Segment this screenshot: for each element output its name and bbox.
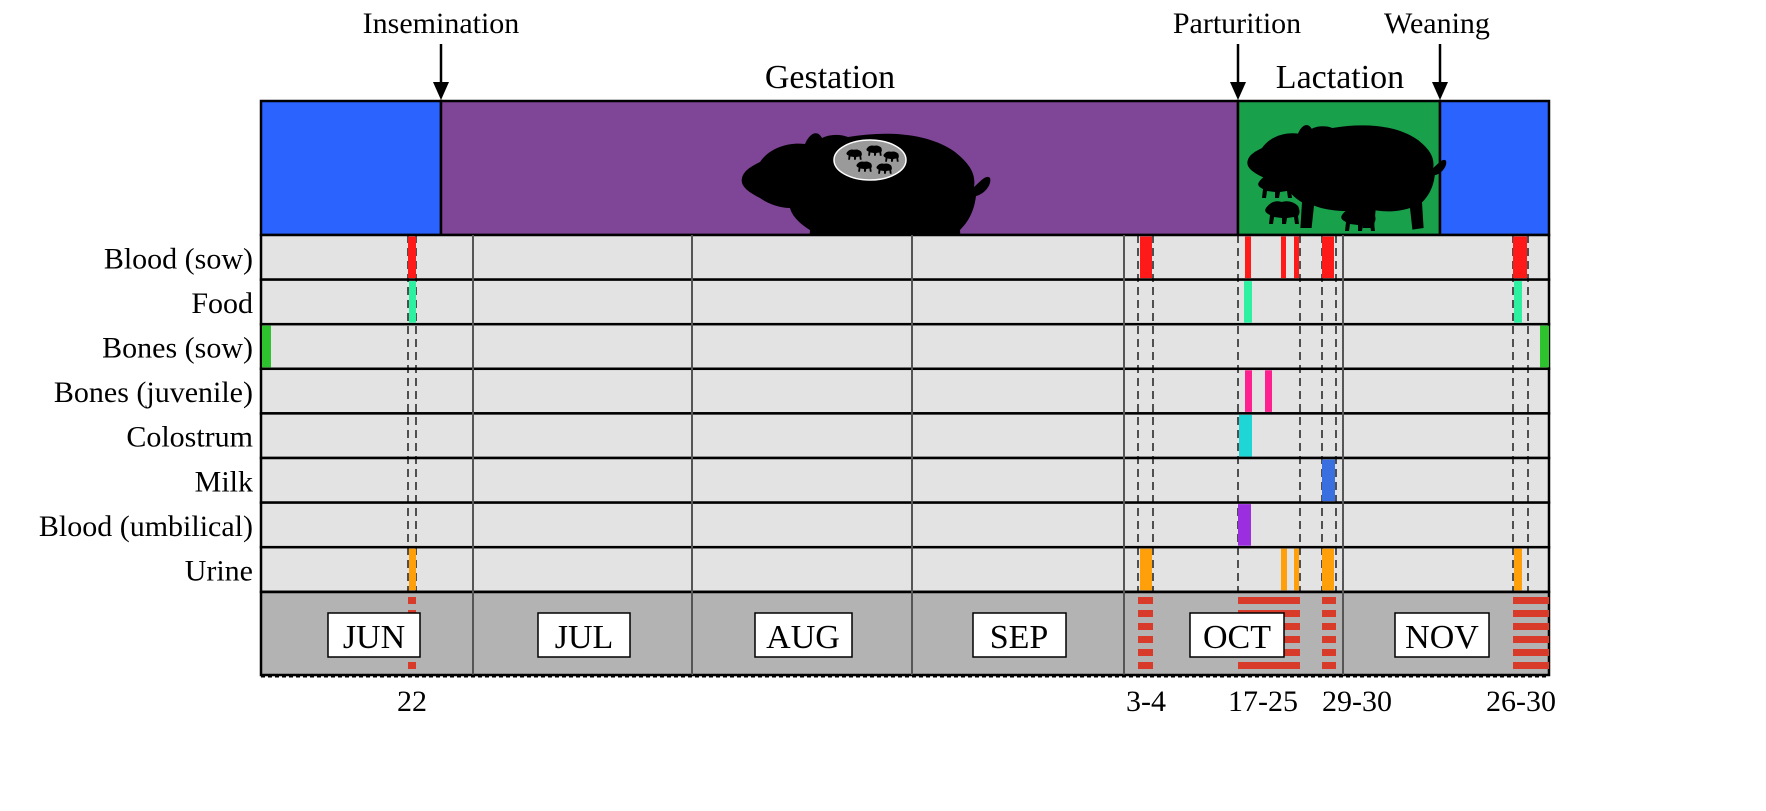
sampling-stripe: [1138, 636, 1153, 643]
phase-label-lactation: Lactation: [1276, 59, 1404, 96]
sampling-stripe: [1513, 597, 1549, 604]
month-box-jul: [537, 612, 631, 658]
sample-mark: [1294, 548, 1299, 591]
sample-mark: [1238, 504, 1251, 546]
month-label-jun: JUN: [343, 619, 405, 656]
sampling-stripe: [408, 662, 416, 669]
sampling-stripe: [1138, 623, 1153, 630]
row-label: Urine: [185, 555, 253, 588]
sample-mark: [1265, 370, 1272, 412]
row-bg-2: [259, 322, 1551, 371]
sample-mark: [409, 281, 416, 323]
sampling-stripe: [1238, 597, 1300, 604]
row-bg-1: [259, 278, 1551, 326]
sampling-date-labels: 22 3-4 17-25 29-30 26-30: [397, 685, 1556, 718]
month-labels: JUN JUL AUG SEP OCT NOV: [327, 612, 1490, 658]
month-label-jul: JUL: [555, 619, 614, 656]
sample-mark: [1294, 236, 1299, 279]
date-label-17-25: 17-25: [1228, 685, 1298, 718]
phase-pre-insemination: [259, 99, 443, 237]
phase-bar: [259, 99, 1551, 237]
sample-mark: [1514, 548, 1522, 591]
sampling-stripe: [1322, 662, 1336, 669]
date-label-29-30: 29-30: [1322, 685, 1392, 718]
sample-mark: [1514, 281, 1522, 323]
month-label-oct: OCT: [1203, 619, 1271, 656]
sampling-stripe: [1138, 610, 1153, 617]
sample-rows: [259, 233, 1551, 594]
sample-marks: [262, 236, 1549, 591]
sampling-stripe: [1322, 636, 1336, 643]
sample-mark: [1245, 370, 1252, 412]
sample-mark: [1281, 236, 1286, 279]
sample-mark: [1322, 459, 1335, 502]
sampling-stripe: [408, 597, 416, 604]
sampling-stripe: [1138, 649, 1153, 656]
sample-mark: [1540, 325, 1549, 368]
date-label-22: 22: [397, 685, 427, 718]
sampling-stripe: [1138, 662, 1153, 669]
month-box-jun: [327, 612, 421, 658]
sample-mark: [1281, 548, 1287, 591]
row-label: Bones (sow): [102, 332, 253, 365]
event-arrows: [433, 44, 1448, 100]
month-box-nov: [1394, 612, 1490, 658]
sample-mark: [1322, 236, 1334, 279]
event-label-insemination: Insemination: [363, 7, 520, 40]
month-box-aug: [754, 612, 853, 658]
event-label-weaning: Weaning: [1384, 7, 1490, 40]
month-dividers: [472, 235, 1344, 675]
sampling-stripe: [1322, 649, 1336, 656]
event-label-parturition: Parturition: [1173, 7, 1301, 40]
sampling-stripe: [1138, 597, 1153, 604]
lactating-sow-with-piglets-icon: [1247, 124, 1447, 231]
sample-mark: [1140, 548, 1152, 591]
phase-label-gestation: Gestation: [765, 59, 895, 96]
date-label-26-30: 26-30: [1486, 685, 1556, 718]
sample-mark: [262, 325, 271, 368]
row-label: Milk: [195, 465, 253, 498]
month-band: [259, 590, 1551, 677]
sample-mark: [408, 236, 416, 279]
pregnant-sow-icon: [741, 133, 991, 264]
sampling-stripe: [1513, 623, 1549, 630]
sampling-stripe: [1322, 623, 1336, 630]
sampling-stripe: [1513, 636, 1549, 643]
row-bg-0: [259, 233, 1551, 281]
month-label-nov: NOV: [1405, 619, 1479, 656]
sample-mark: [1244, 281, 1252, 323]
sampling-stripe: [1513, 610, 1549, 617]
row-bg-3: [259, 367, 1551, 415]
sampling-stripe: [1513, 662, 1549, 669]
row-bg-7: [259, 545, 1551, 594]
sample-mark: [1513, 236, 1527, 279]
row-label: Food: [191, 287, 253, 320]
sample-mark: [409, 548, 416, 591]
row-bg-4: [259, 412, 1551, 460]
phase-post-weaning: [1438, 99, 1551, 237]
row-label: Colostrum: [126, 421, 253, 454]
sampling-stripe: [1322, 610, 1336, 617]
month-label-sep: SEP: [990, 619, 1049, 656]
row-bg-6: [259, 501, 1551, 549]
sample-mark: [1322, 548, 1334, 591]
sampling-stripe: [1513, 649, 1549, 656]
sample-mark: [1140, 236, 1152, 279]
month-box-oct: [1189, 612, 1285, 658]
row-bg-5: [259, 456, 1551, 504]
month-box-sep: [972, 612, 1067, 658]
row-label: Blood (umbilical): [39, 510, 253, 543]
sampling-stripe: [1322, 597, 1336, 604]
sample-mark: [1245, 236, 1251, 279]
date-label-3-4: 3-4: [1126, 685, 1166, 718]
month-label-aug: AUG: [766, 619, 840, 656]
row-label: Bones (juvenile): [54, 376, 253, 409]
sampling-stripe: [1238, 662, 1300, 669]
row-label: Blood (sow): [104, 242, 253, 275]
sample-mark: [1239, 414, 1252, 457]
